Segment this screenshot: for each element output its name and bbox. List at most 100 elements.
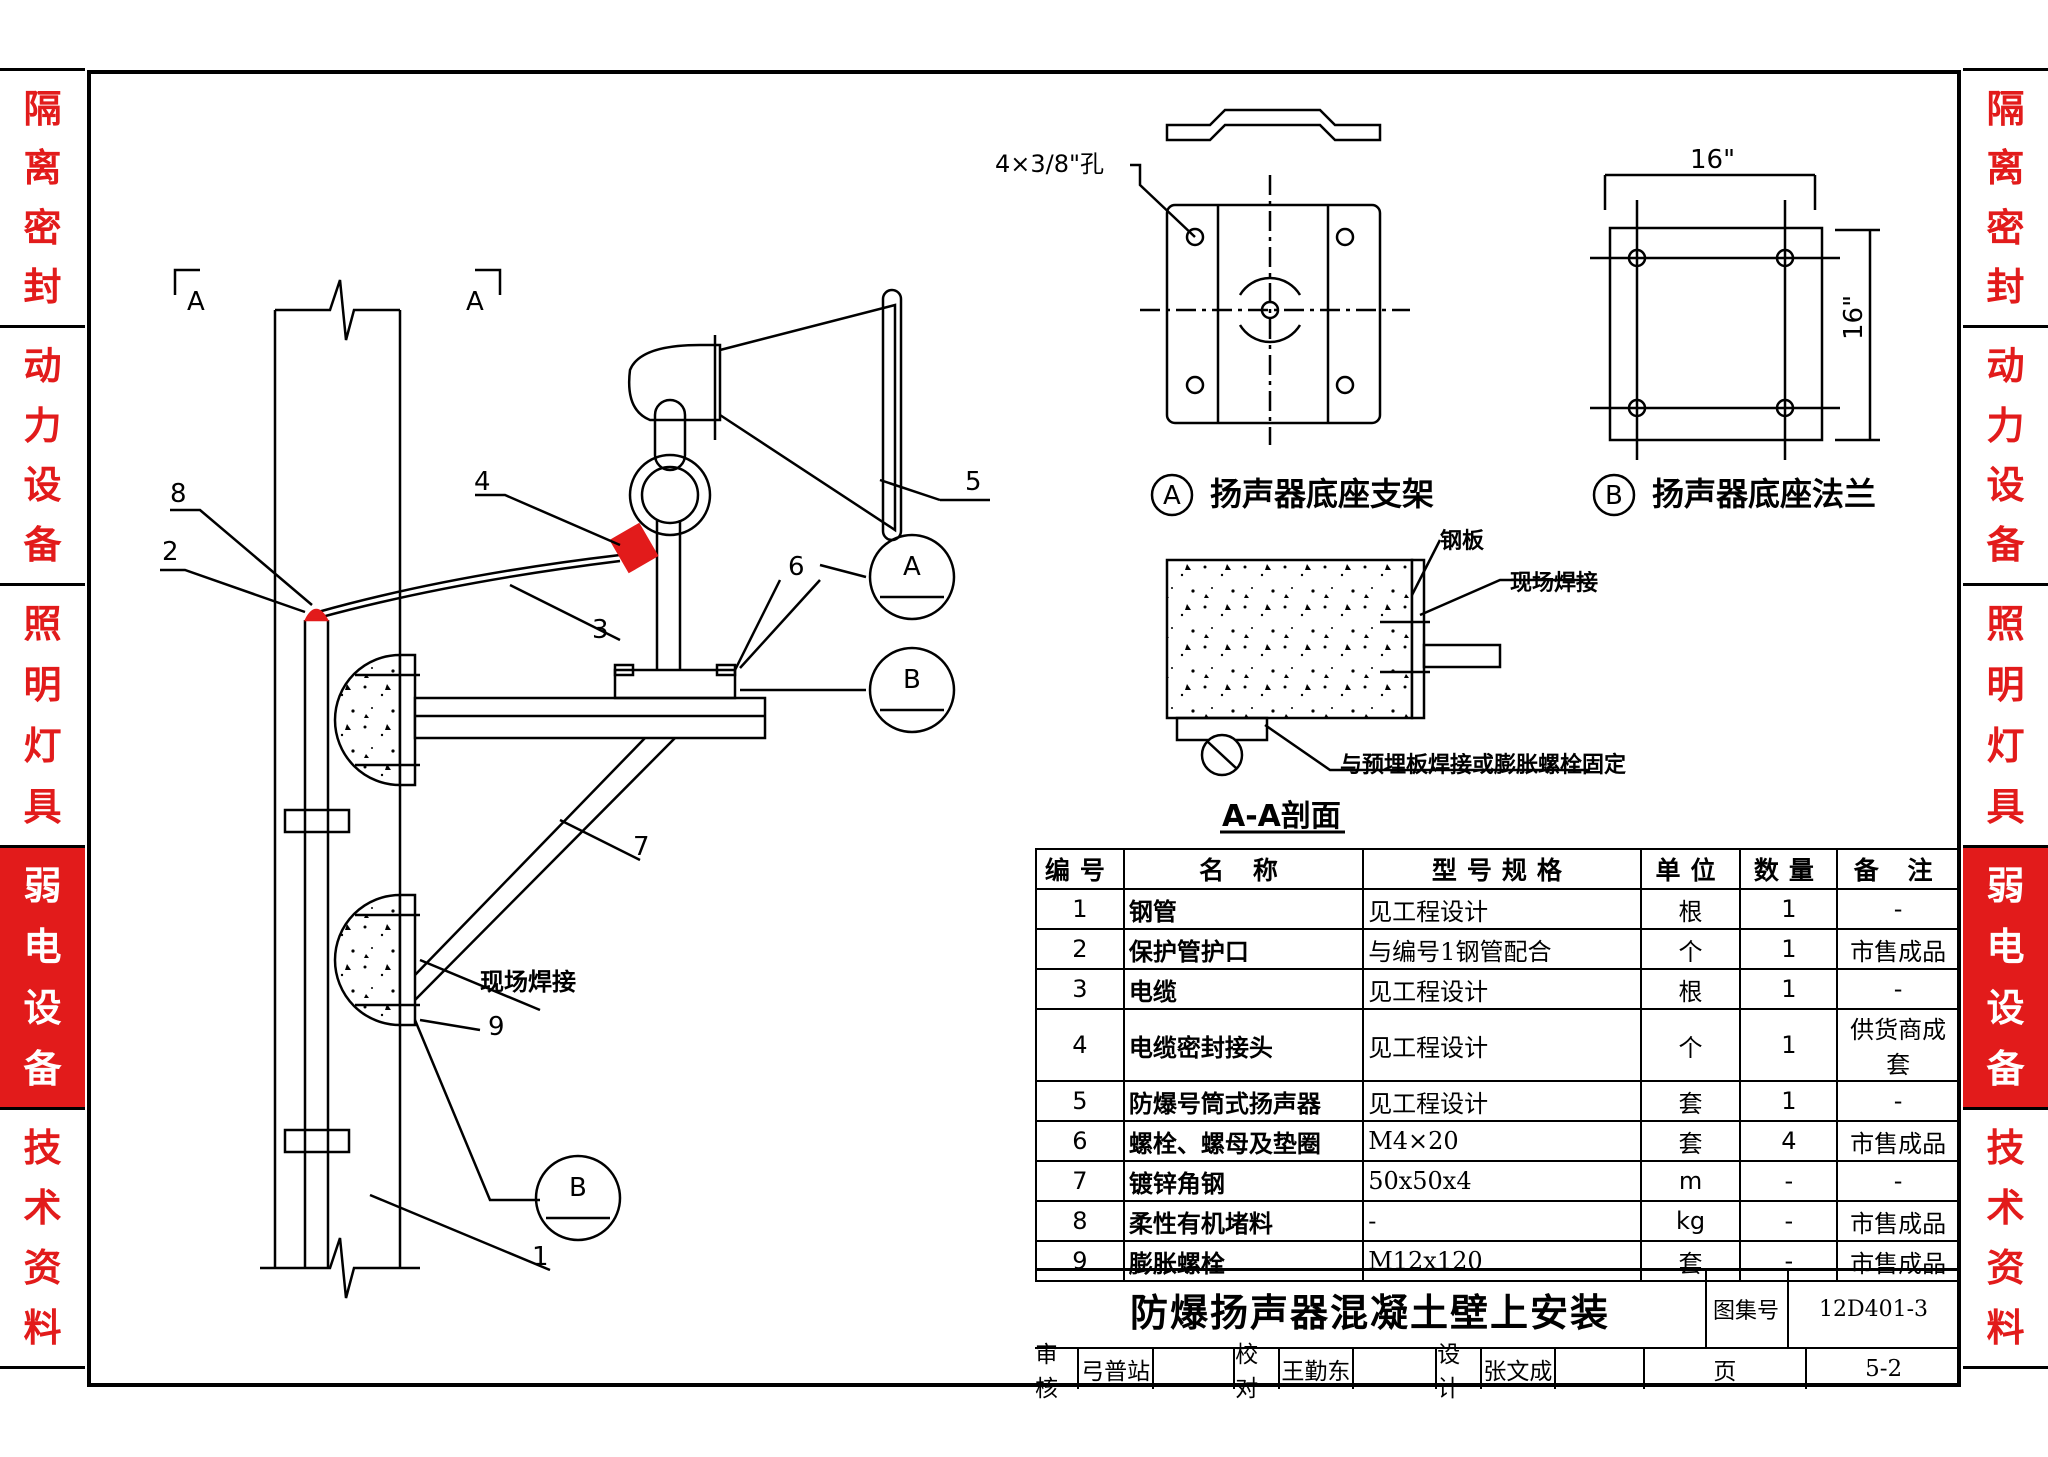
- table-cell: 市售成品: [1836, 1120, 1960, 1162]
- index-tab-char: 照: [23, 602, 62, 647]
- designer-name: 张文成: [1482, 1349, 1557, 1389]
- index-tab-char: 备: [1986, 1046, 2025, 1091]
- index-tab-char: 设: [1986, 463, 2025, 508]
- callout-5: 5: [965, 467, 982, 497]
- index-tab-char: 灯: [23, 723, 62, 768]
- table-cell: 见工程设计: [1362, 888, 1642, 930]
- detail-ref-b[interactable]: B: [903, 665, 921, 695]
- table-cell: -: [1836, 1160, 1960, 1202]
- detail-ref-a[interactable]: A: [903, 552, 921, 582]
- left-index-sidebar: 隔离密封 动力设备 照明灯具 弱电设备 技术资料: [0, 68, 85, 1369]
- index-tab-lighting[interactable]: 照明灯具: [1963, 583, 2048, 845]
- table-cell: 套: [1639, 1120, 1742, 1162]
- index-tab-char: 料: [1986, 1306, 2025, 1350]
- index-tab-char: 离: [1986, 146, 2025, 191]
- index-tab-char: 备: [1986, 523, 2025, 568]
- atlas-label: 图集号: [1705, 1271, 1789, 1347]
- table-cell: 8: [1035, 1200, 1125, 1242]
- index-tab-power-equipment[interactable]: 动力设备: [1963, 325, 2048, 583]
- detail-ref-b-lower[interactable]: B: [569, 1173, 587, 1203]
- index-tab-char: 照: [1986, 602, 2025, 647]
- speaker-clamp: [640, 465, 700, 525]
- table-cell: 膨胀螺栓: [1122, 1240, 1365, 1282]
- index-tab-char: 明: [1986, 663, 2025, 708]
- index-tab-char: 隔: [23, 86, 62, 131]
- detail-a-title: 扬声器底座支架: [1210, 475, 1434, 513]
- checker-name: 王勤东: [1280, 1349, 1355, 1389]
- index-tab-char: 密: [23, 205, 62, 250]
- section-mark-right: A: [466, 287, 484, 317]
- table-cell: 根: [1639, 888, 1742, 930]
- table-cell: 见工程设计: [1362, 1008, 1642, 1082]
- callout-8: 8: [170, 479, 187, 509]
- index-tab-char: 技: [23, 1126, 62, 1170]
- check-label: 校对: [1235, 1342, 1280, 1402]
- table-cell: 保护管护口: [1122, 928, 1365, 970]
- index-tab-char: 灯: [1986, 723, 2025, 768]
- table-cell: -: [1836, 968, 1960, 1010]
- callout-4: 4: [474, 467, 491, 497]
- index-tab-char: 设: [23, 463, 62, 508]
- table-cell: 1: [1739, 1008, 1839, 1082]
- header-name: 名 称: [1122, 848, 1365, 890]
- table-cell: 防爆号筒式扬声器: [1122, 1080, 1365, 1122]
- index-tab-char: 弱: [23, 864, 62, 909]
- index-tab-char: 备: [23, 1046, 62, 1091]
- index-tab-isolation-seal[interactable]: 隔离密封: [0, 68, 85, 325]
- section-title: A-A剖面: [1222, 799, 1341, 834]
- table-header: 编号 名 称 型号规格 单位 数量 备 注: [1035, 848, 1960, 890]
- index-tab-char: 具: [23, 784, 62, 829]
- upper-anchor: [333, 653, 401, 787]
- index-tab-weak-current[interactable]: 弱电设备: [0, 845, 85, 1107]
- table-cell: 个: [1639, 1008, 1742, 1082]
- table-cell: 4: [1035, 1008, 1125, 1082]
- reviewer-name: 弓普站: [1079, 1349, 1154, 1389]
- table-cell: 电缆密封接头: [1122, 1008, 1365, 1082]
- table-cell: -: [1739, 1160, 1839, 1202]
- header-number: 编号: [1035, 848, 1125, 890]
- title-block: 防爆扬声器混凝土壁上安装 图集号 12D401-3 审核 弓普站 校对 王勤东 …: [1035, 1268, 1960, 1402]
- index-tab-char: 技: [1986, 1126, 2025, 1170]
- index-tab-char: 密: [1986, 205, 2025, 250]
- lower-anchor: [333, 893, 401, 1027]
- drawing-title: 防爆扬声器混凝土壁上安装: [1035, 1271, 1707, 1347]
- table-cell: -: [1836, 1080, 1960, 1122]
- index-tab-char: 设: [1986, 985, 2025, 1030]
- table-cell: 1: [1739, 968, 1839, 1010]
- index-tab-weak-current[interactable]: 弱电设备: [1963, 845, 2048, 1107]
- index-tab-char: 具: [1986, 784, 2025, 829]
- section-fix-label: 与预埋板焊接或膨胀螺栓固定: [1340, 752, 1626, 778]
- table-cell: 电缆: [1122, 968, 1365, 1010]
- index-tab-technical-data[interactable]: 技术资料: [1963, 1107, 2048, 1369]
- callout-3: 3: [592, 615, 609, 645]
- section-weld-label: 现场焊接: [1510, 571, 1598, 596]
- table-cell: -: [1362, 1200, 1642, 1242]
- index-tab-char: 电: [1986, 925, 2025, 970]
- detail-b-symbol: B: [1605, 481, 1623, 511]
- table-cell: 供货商成套: [1836, 1008, 1960, 1082]
- steel-plate-label: 钢板: [1440, 528, 1485, 554]
- page-label: 页: [1645, 1349, 1808, 1389]
- cable-seal-gland: [609, 522, 659, 574]
- callout-6: 6: [788, 552, 805, 582]
- cable: [317, 553, 621, 614]
- index-tab-technical-data[interactable]: 技术资料: [0, 1107, 85, 1369]
- field-weld-label: 现场焊接: [480, 968, 576, 996]
- index-tab-lighting[interactable]: 照明灯具: [0, 583, 85, 845]
- callout-9: 9: [488, 1012, 505, 1042]
- callout-2: 2: [162, 537, 179, 567]
- table-cell: 4: [1739, 1120, 1839, 1162]
- index-tab-char: 资: [1986, 1246, 2025, 1290]
- index-tab-char: 明: [23, 663, 62, 708]
- index-tab-char: 设: [23, 985, 62, 1030]
- index-tab-power-equipment[interactable]: 动力设备: [0, 325, 85, 583]
- index-tab-isolation-seal[interactable]: 隔离密封: [1963, 68, 2048, 325]
- design-label: 设计: [1437, 1342, 1482, 1402]
